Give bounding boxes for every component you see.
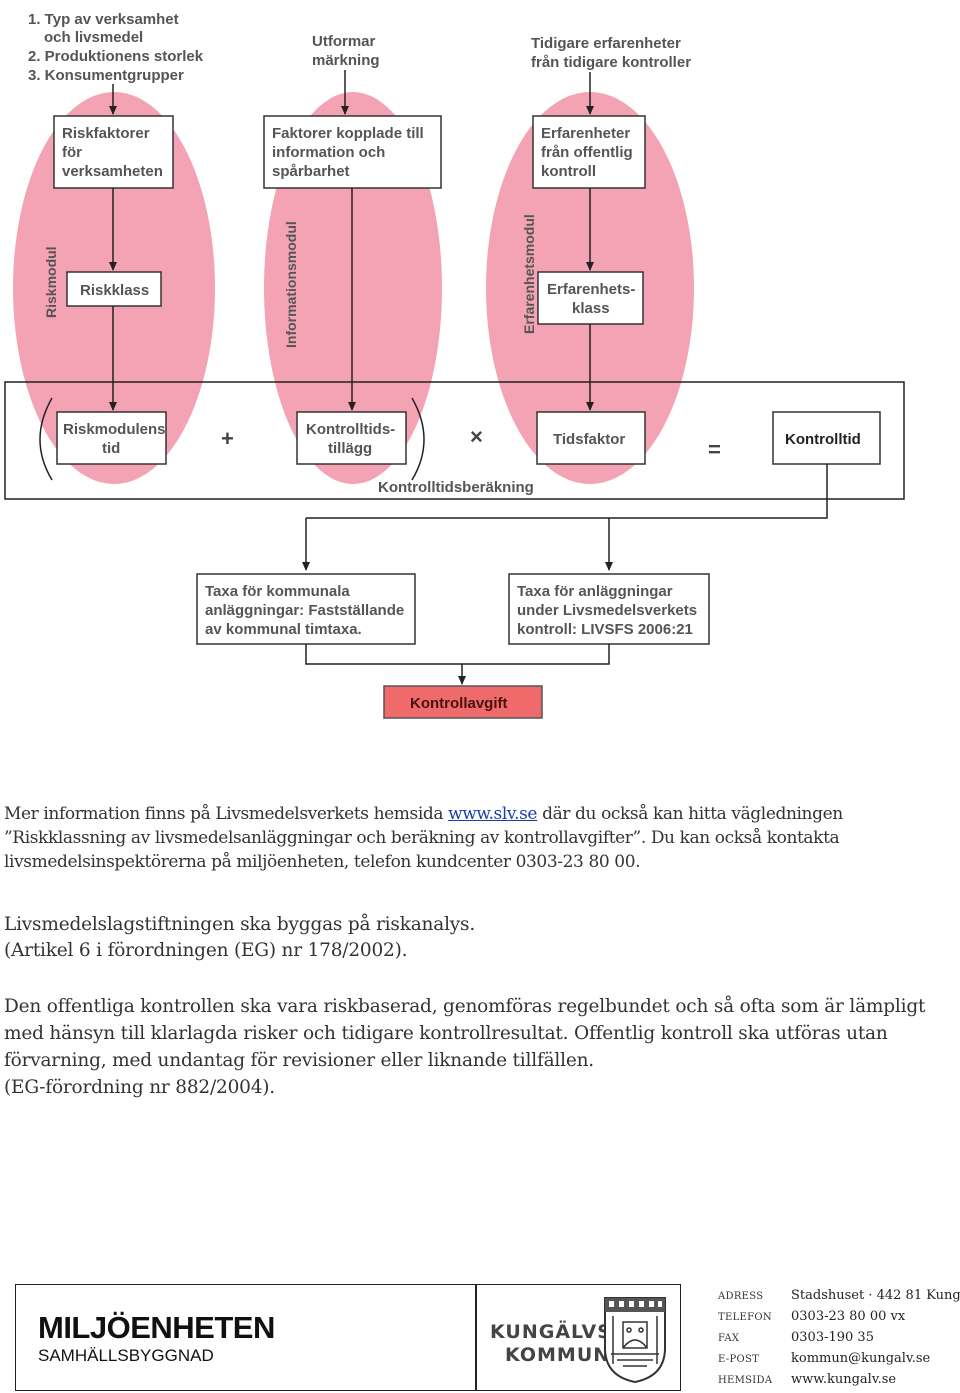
department-name: MILJÖENHETEN [38, 1310, 275, 1345]
svg-text:Riskklass: Riskklass [80, 282, 149, 299]
top-experience-line-2: från tidigare kontroller [531, 54, 691, 71]
module-info-label: Informationsmodul [283, 221, 299, 348]
footer-box [15, 1284, 681, 1391]
control-time-box: Kontrolltid [772, 411, 881, 465]
svg-text:under Livsmedelsverkets: under Livsmedelsverkets [517, 602, 697, 619]
contact-label: TELEFON [718, 1312, 772, 1323]
svg-text:Tidsfaktor: Tidsfaktor [553, 431, 625, 448]
contact-label: HEMSIDA [718, 1375, 773, 1386]
legislation-paragraph: Livsmedelslagstiftningen ska byggas på r… [4, 912, 954, 964]
top-list-line-4: 3. Konsumentgrupper [28, 67, 184, 84]
op-times: × [470, 424, 483, 449]
contact-row-fax: FAX 0303-190 35 [718, 1329, 960, 1350]
svg-text:spårbarhet: spårbarhet [272, 163, 350, 180]
contact-value[interactable]: kommun@kungalv.se [791, 1351, 931, 1366]
connector-control-time [306, 464, 828, 519]
svg-text:från offentlig: från offentlig [541, 144, 633, 161]
svg-text:för: för [62, 144, 82, 161]
experience-class-box: Erfarenhets- klass [537, 271, 644, 325]
experience-box: Erfarenheter från offentlig kontroll [532, 115, 646, 189]
svg-text:information och: information och [272, 144, 385, 161]
svg-text:av kommunal timtaxa.: av kommunal timtaxa. [205, 621, 362, 638]
top-list-line-1: 1. Typ av verksamhet [28, 11, 179, 28]
contact-value: 0303-190 35 [791, 1330, 874, 1345]
svg-text:Kontrollavgift: Kontrollavgift [410, 695, 508, 712]
bracket-left [39, 397, 53, 481]
contact-value: 0303-23 80 00 vx [791, 1309, 906, 1324]
top-marking-line-2: märkning [312, 52, 380, 69]
contact-value: Stadshuset · 442 81 Kungälv [791, 1288, 960, 1303]
svg-text:verksamheten: verksamheten [62, 163, 163, 180]
control-fee-diagram: 1. Typ av verksamhet och livsmedel 2. Pr… [4, 11, 905, 719]
svg-text:Riskmodulens: Riskmodulens [63, 421, 166, 438]
logo-text-line-2: KOMMUN [505, 1344, 611, 1366]
control-fee-box: Kontrollavgift [383, 685, 543, 719]
module-risk-label: Riskmodul [43, 246, 59, 318]
contact-label: FAX [718, 1333, 740, 1344]
svg-text:Erfarenheter: Erfarenheter [541, 125, 630, 142]
time-factor-box: Tidsfaktor [536, 411, 646, 465]
contact-label: ADRESS [718, 1291, 764, 1302]
more-info-text-cont: där du också kan hitta vägledningen ”Ris… [4, 804, 843, 872]
svg-text:Erfarenhets-: Erfarenhets- [547, 281, 635, 298]
contact-row-phone: TELEFON 0303-23 80 00 vx [718, 1308, 960, 1329]
svg-text:Taxa för anläggningar: Taxa för anläggningar [517, 583, 673, 600]
top-list-line-2: och livsmedel [44, 29, 143, 46]
svg-text:klass: klass [572, 300, 610, 317]
footer-divider [475, 1284, 477, 1391]
svg-text:tid: tid [102, 440, 120, 457]
risk-module-time-box: Riskmodulens tid [56, 411, 167, 465]
svg-text:kontroll: kontroll [541, 163, 596, 180]
more-info-paragraph: Mer information finns på Livsmedelsverke… [4, 802, 954, 874]
bracket-right [411, 397, 425, 481]
logo-text-line-1: KUNGÄLVS [490, 1321, 612, 1343]
svg-text:kontroll: LIVSFS 2006:21: kontroll: LIVSFS 2006:21 [517, 621, 693, 638]
info-module-ellipse [264, 92, 442, 484]
control-supplement-box: Kontrolltids- tillägg [296, 411, 407, 465]
svg-text:tillägg: tillägg [328, 440, 372, 457]
control-paragraph: Den offentliga kontrollen ska vara riskb… [4, 993, 954, 1101]
contact-value[interactable]: www.kungalv.se [791, 1372, 897, 1387]
op-equals: = [708, 437, 721, 462]
control-text: Den offentliga kontrollen ska vara riskb… [4, 996, 926, 1071]
risk-factors-box: Riskfaktorer för verksamheten [53, 115, 174, 189]
municipal-fee-box: Taxa för kommunala anläggningar: Faststä… [196, 573, 416, 645]
info-factors-box: Faktorer kopplade till information och s… [263, 115, 442, 189]
svg-text:anläggningar: Fastställande: anläggningar: Fastställande [205, 602, 404, 619]
calculation-label: Kontrolltidsberäkning [378, 479, 534, 496]
slv-fee-box: Taxa för anläggningar under Livsmedelsve… [508, 573, 710, 645]
top-experience-line-1: Tidigare erfarenheter [531, 35, 681, 52]
subdepartment-name: SAMHÄLLSBYGGNAD [38, 1346, 214, 1365]
contact-row-email: E-POST kommun@kungalv.se [718, 1350, 960, 1371]
svg-text:Kontrolltid: Kontrolltid [785, 431, 861, 448]
contact-block: ADRESS Stadshuset · 442 81 Kungälv TELEF… [718, 1287, 960, 1392]
kungalv-crest-icon [604, 1297, 666, 1384]
op-plus: + [221, 426, 234, 451]
slv-link[interactable]: www.slv.se [448, 804, 538, 824]
module-experience-label: Erfarenhetsmodul [521, 214, 537, 334]
calculation-frame [4, 381, 905, 500]
svg-text:Taxa för kommunala: Taxa för kommunala [205, 583, 350, 600]
more-info-text: Mer information finns på Livsmedelsverke… [4, 804, 449, 824]
contact-row-website: HEMSIDA www.kungalv.se [718, 1371, 960, 1392]
top-marking-line-1: Utformar [312, 33, 376, 50]
legislation-line-1: Livsmedelslagstiftningen ska byggas på r… [4, 914, 476, 935]
contact-row-address: ADRESS Stadshuset · 442 81 Kungälv [718, 1287, 960, 1308]
svg-text:Faktorer kopplade till: Faktorer kopplade till [272, 125, 424, 142]
top-list-line-3: 2. Produktionens storlek [28, 48, 204, 65]
contact-label: E-POST [718, 1354, 760, 1365]
connector-fees [305, 644, 610, 665]
svg-text:Riskfaktorer: Riskfaktorer [62, 125, 150, 142]
control-reference: (EG-förordning nr 882/2004). [4, 1077, 275, 1098]
legislation-line-2: (Artikel 6 i förordningen (EG) nr 178/20… [4, 940, 408, 961]
risk-class-box: Riskklass [66, 271, 162, 307]
svg-text:Kontrolltids-: Kontrolltids- [306, 421, 395, 438]
